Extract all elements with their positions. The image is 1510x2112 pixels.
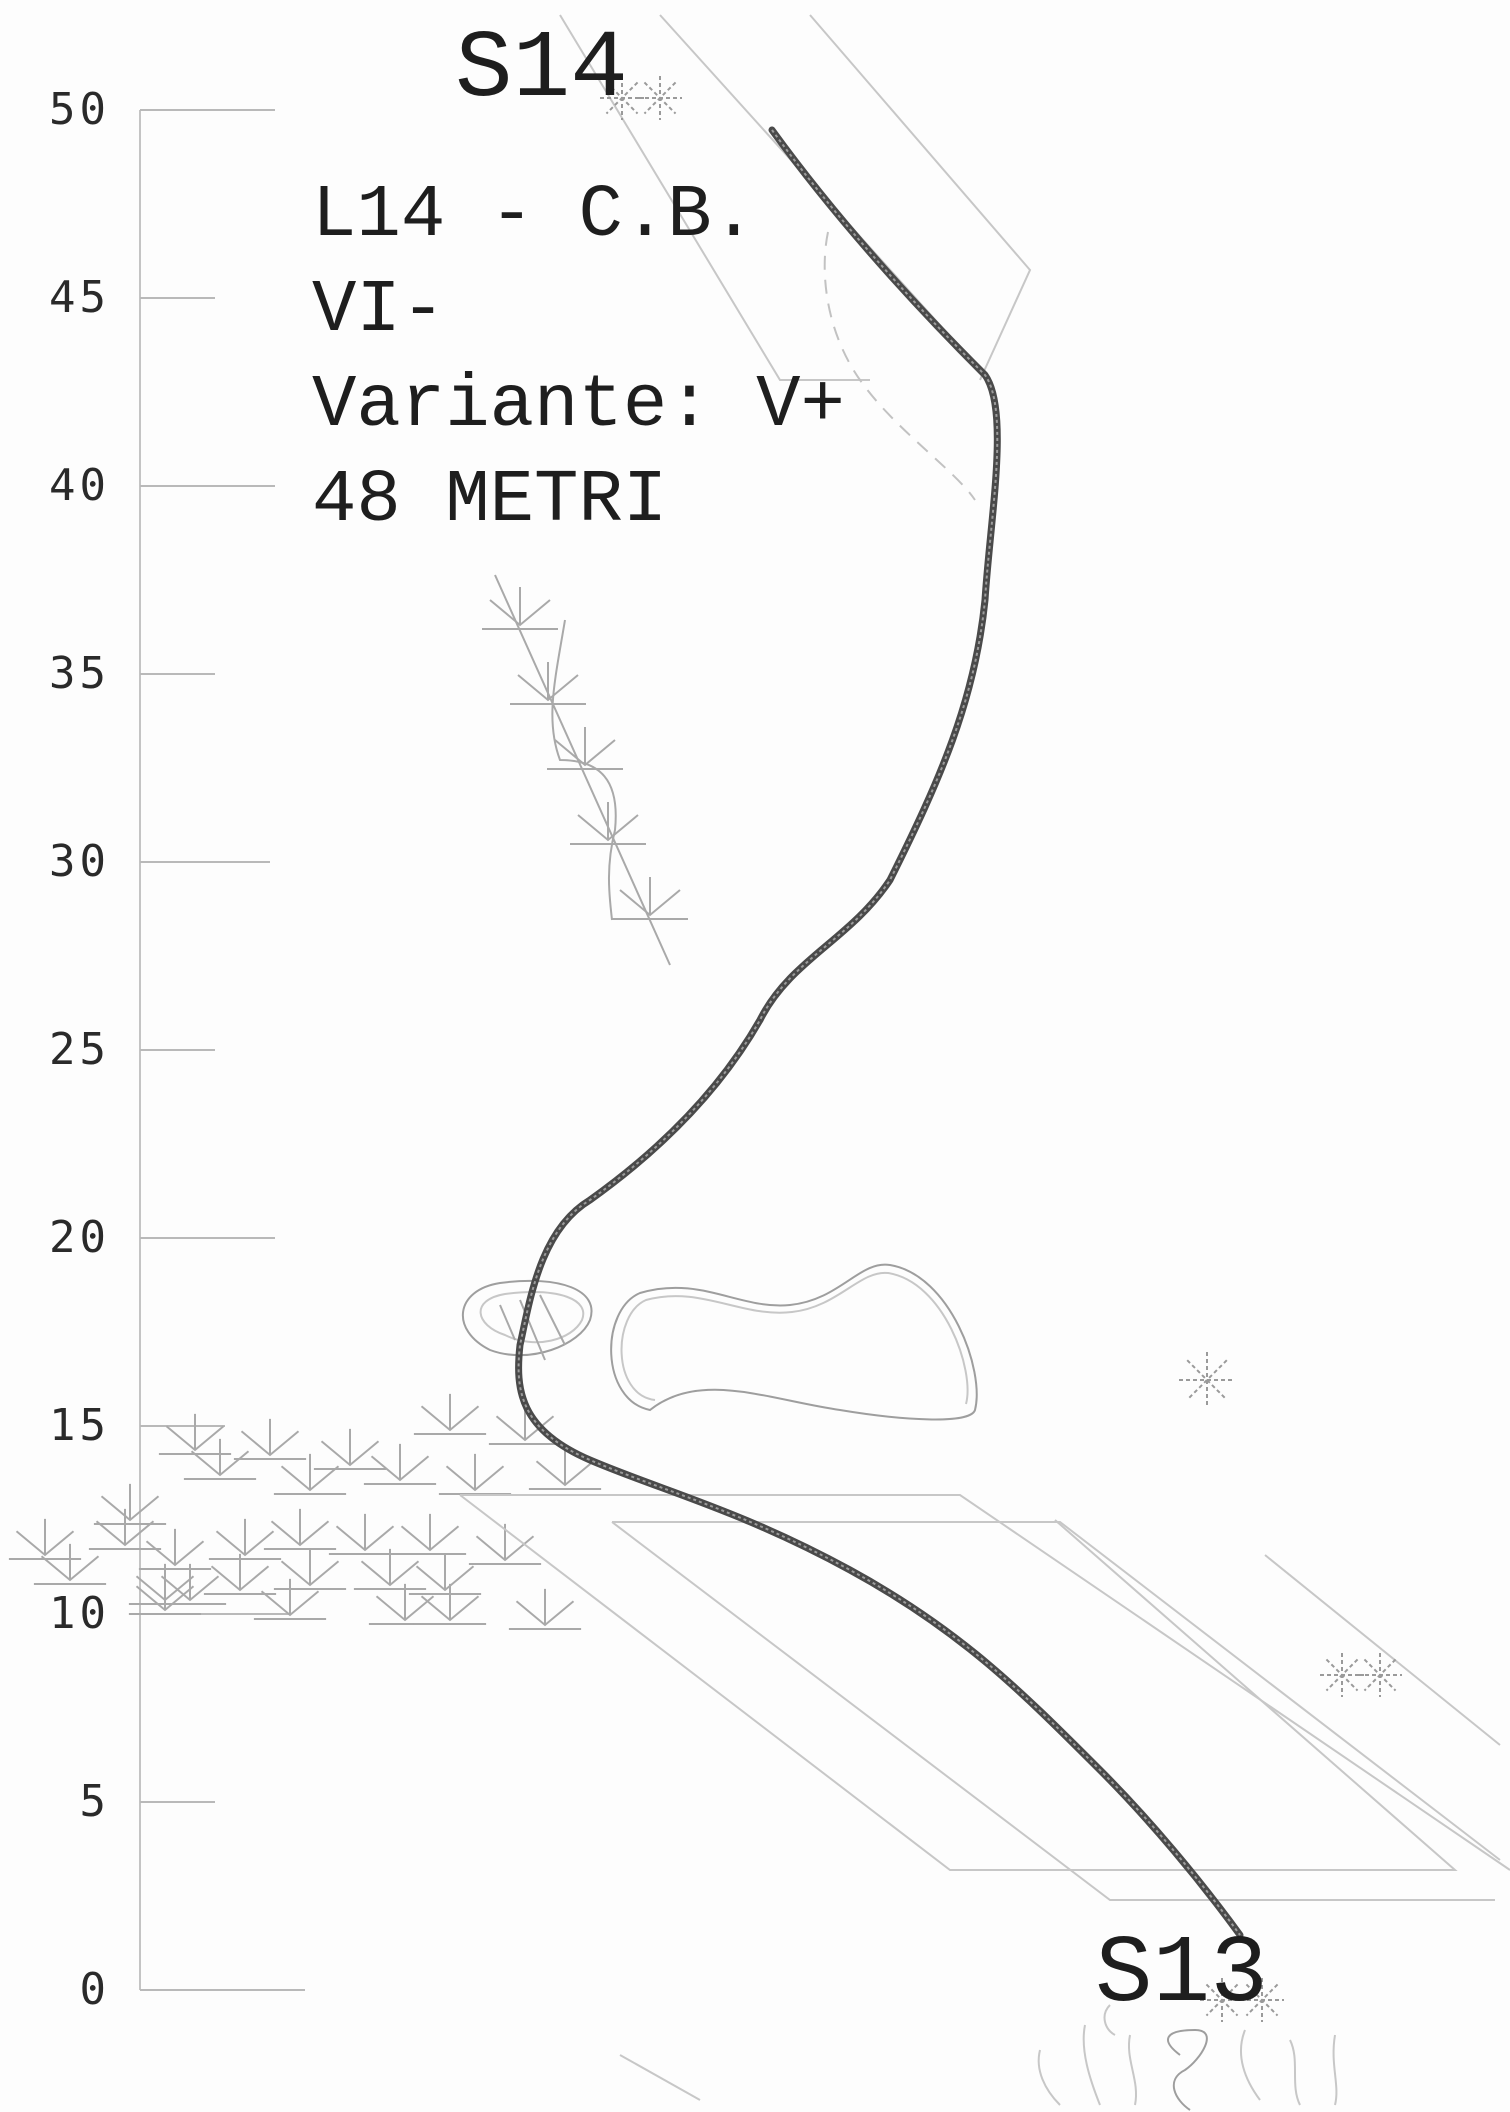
- height-ticks: 0 5 10 15 20 25 30 35 40 45 50: [49, 84, 305, 2015]
- grass-tuft-icon: [510, 662, 586, 705]
- loose-rock-markers: [1179, 1352, 1402, 1697]
- grass-tuft-icon: [508, 1588, 582, 1630]
- slab-outline-lower: [459, 1494, 1458, 1871]
- grass-tuft-icon: [547, 727, 623, 770]
- slab-outline-inner: [612, 1521, 1501, 1861]
- height-tick-label: 35: [49, 648, 110, 699]
- star-icon: [600, 76, 644, 120]
- height-tick-label: 25: [49, 1024, 110, 1075]
- grass-tuft-icon: [438, 1453, 512, 1495]
- grass-tuft-icon: [328, 1513, 402, 1555]
- ledge-outlines: [462, 1263, 978, 1421]
- grass-tuft-icon: [612, 877, 688, 920]
- grass-tuft-icon: [482, 587, 558, 630]
- grass-tuft-icon: [93, 1483, 167, 1525]
- base-scribbles: [1037, 2004, 1338, 2111]
- grass-tuft-icon: [408, 1553, 482, 1595]
- route-variant: Variante: V+: [312, 364, 845, 448]
- small-ledge-outline: [462, 1279, 593, 1357]
- belay-label-top: S14: [455, 15, 628, 124]
- star-icon: [1240, 1978, 1284, 2022]
- grass-tuft-icon: [208, 1518, 282, 1560]
- star-icon: [638, 76, 682, 120]
- lower-slabs: [459, 1494, 1510, 2101]
- belay-station-icon: [600, 76, 682, 120]
- grass-tuft-icon: [183, 1438, 257, 1480]
- height-tick-label: 0: [80, 1964, 111, 2015]
- variant-dashed-line: [823, 231, 976, 501]
- height-tick-label: 20: [49, 1212, 110, 1263]
- belay-station-icon: [1200, 1978, 1284, 2022]
- grass-tuft-icon: [413, 1393, 487, 1435]
- grass-tuft-icon: [570, 802, 646, 845]
- grass-tuft-icon: [313, 1428, 387, 1470]
- grass-tuft-icon: [353, 1548, 427, 1590]
- upper-vegetation: [482, 574, 688, 966]
- route-grade: VI-: [312, 269, 445, 353]
- grass-tuft-icon: [393, 1513, 467, 1555]
- height-tick-label: 5: [80, 1776, 111, 1827]
- grass-tuft-icon: [153, 1563, 227, 1605]
- grass-tuft-icon: [263, 1508, 337, 1550]
- grass-tuft-icon: [273, 1453, 347, 1495]
- slab-outline-upper: [460, 1494, 1510, 1871]
- grass-tuft-icon: [413, 1583, 487, 1625]
- grass-tuft-icon: [253, 1578, 327, 1620]
- grass-tuft-icon: [33, 1543, 107, 1585]
- slab-outline-left: [559, 14, 870, 381]
- star-icon: [1320, 1653, 1364, 1697]
- height-scale: 0 5 10 15 20 25 30 35 40 45 50: [49, 84, 305, 2015]
- star-icon: [1179, 1352, 1235, 1408]
- height-tick-label: 15: [49, 1400, 110, 1451]
- grass-tuft-icon: [363, 1443, 437, 1485]
- route-info-block: L14 - C.B. VI- Variante: V+ 48 METRI: [312, 174, 845, 543]
- route-length: 48 METRI: [312, 459, 667, 543]
- grass-tuft-icon: [528, 1448, 602, 1490]
- star-icon: [1200, 1978, 1244, 2022]
- grass-tuft-icon: [138, 1528, 212, 1570]
- slab-outline-right: [809, 14, 1032, 381]
- route-name: L14 - C.B.: [312, 174, 756, 258]
- height-tick-label: 50: [49, 84, 110, 135]
- height-tick-label: 30: [49, 836, 110, 887]
- height-tick-label: 40: [49, 460, 110, 511]
- lower-vegetation: [8, 1393, 602, 1630]
- large-ledge-outline: [610, 1263, 978, 1421]
- belay-label-bottom: S13: [1095, 1920, 1268, 2029]
- grass-tuft-icon: [233, 1418, 307, 1460]
- grass-tuft-icon: [273, 1548, 347, 1590]
- star-icon: [1358, 1653, 1402, 1697]
- belay-icons: [600, 76, 1284, 2022]
- route-line: [515, 126, 1244, 1939]
- height-tick-label: 10: [49, 1588, 110, 1639]
- grass-tuft-icon: [88, 1508, 162, 1550]
- height-tick-label: 45: [49, 272, 110, 323]
